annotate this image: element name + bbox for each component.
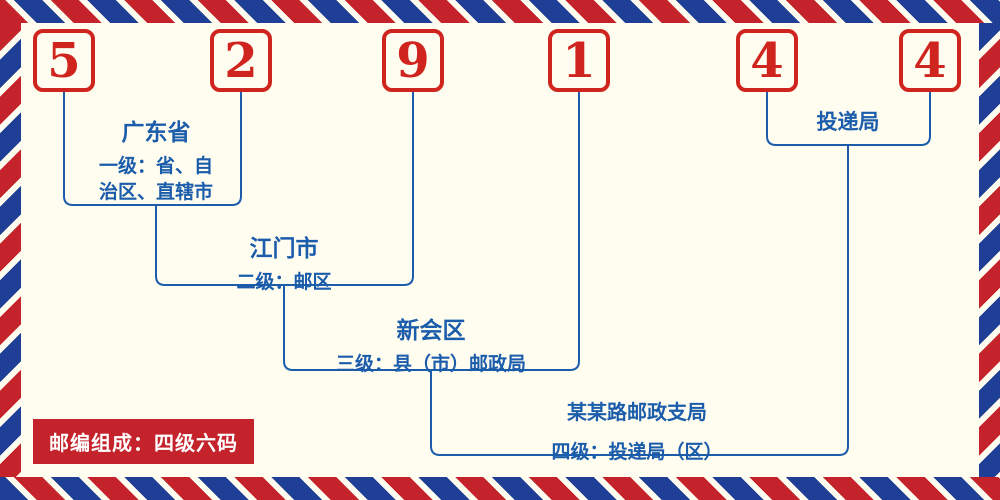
level3-label-group: 新会区 三级：县（市）邮政局: [301, 311, 561, 377]
level1-desc-line2: 治区、直辖市: [98, 181, 213, 203]
digit-3: 9: [396, 32, 430, 89]
digit-1: 5: [47, 32, 81, 89]
airmail-stripe-left: [0, 23, 21, 477]
digit-box-4: 1: [548, 29, 610, 92]
airmail-stripe-right: [979, 23, 1000, 477]
digit-box-6: 4: [899, 29, 961, 92]
level2-place-name: 江门市: [249, 236, 319, 262]
delivery-office-label: 投递局: [816, 110, 880, 134]
airmail-stripe-bottom: [0, 477, 1000, 500]
level3-place-name: 新会区: [396, 318, 466, 344]
airmail-stripe-top: [0, 0, 1000, 23]
level2-label-group: 江门市 二级：邮区: [174, 229, 394, 295]
level1-place-name: 广东省: [121, 120, 191, 146]
digit-2: 2: [224, 32, 258, 89]
digit-6: 4: [913, 32, 947, 89]
level1-desc-line1: 一级：省、自: [98, 155, 213, 177]
level4-desc: 四级：投递局（区）: [551, 441, 723, 463]
level4-place-name: 某某路邮政支局: [567, 400, 707, 424]
postcode-composition-badge: 邮编组成：四级六码: [33, 419, 254, 464]
level4-label-group: 某某路邮政支局 四级：投递局（区）: [487, 396, 787, 465]
digit-5: 4: [750, 32, 784, 89]
digit-box-1: 5: [33, 29, 95, 92]
level3-desc: 三级：县（市）邮政局: [335, 353, 526, 375]
digit-box-5: 4: [736, 29, 798, 92]
digit-box-2: 2: [210, 29, 272, 92]
digit-4: 1: [562, 32, 596, 89]
level1-label-group: 广东省 一级：省、自 治区、直辖市: [46, 113, 266, 205]
digit-box-3: 9: [382, 29, 444, 92]
level2-desc: 二级：邮区: [236, 271, 332, 293]
